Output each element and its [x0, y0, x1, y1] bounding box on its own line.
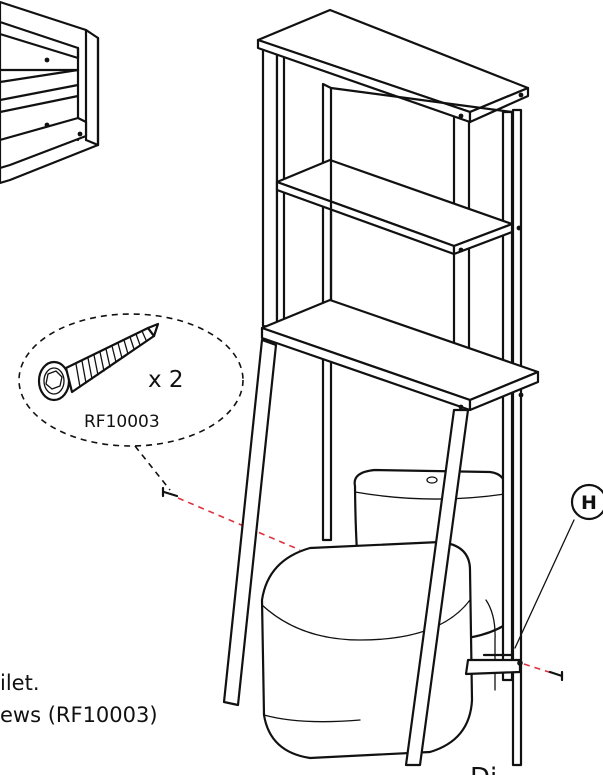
callout-part-code: RF10003 [84, 412, 160, 432]
toilet [260, 468, 508, 760]
screw-icon [37, 322, 160, 402]
instruction-line-2: ews (RF10003) [0, 703, 158, 727]
screw-left-icon [161, 486, 179, 498]
red-guide-left [177, 497, 301, 551]
screw-right-icon [548, 670, 564, 682]
instruction-line-1: ilet. [0, 671, 40, 695]
callout-pointer [134, 445, 171, 491]
shelf-unit [222, 8, 540, 767]
diagram-caption: Di [470, 763, 497, 775]
callout-outline [18, 313, 244, 447]
part-label-h-text: H [581, 492, 597, 514]
callout-quantity: x 2 [148, 367, 184, 393]
previous-step-frame [0, 0, 100, 185]
screw-callout: x 2 RF10003 [18, 313, 244, 491]
red-guide-right [523, 663, 553, 674]
part-label-h: H [514, 483, 603, 649]
